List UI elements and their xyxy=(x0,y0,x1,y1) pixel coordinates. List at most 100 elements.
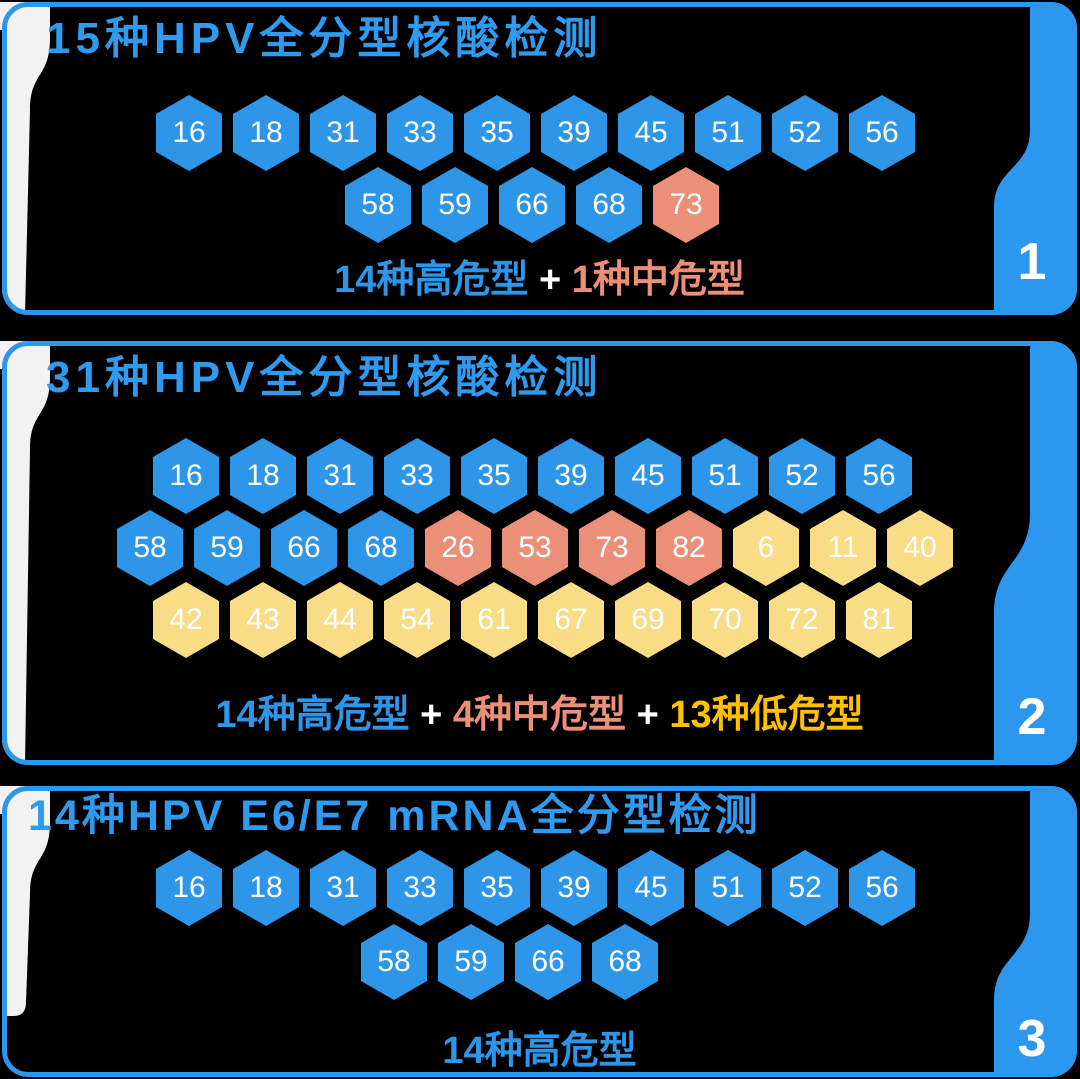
hexagon-hpv-35: 35 xyxy=(464,850,530,926)
hexagon-hpv-6: 6 xyxy=(733,510,799,586)
hexagon-label: 16 xyxy=(172,116,206,149)
hexagon-label: 52 xyxy=(785,459,819,492)
hexagon-hpv-16: 16 xyxy=(156,95,222,171)
hexagon-label: 68 xyxy=(592,188,626,221)
hexagon-hpv-39: 39 xyxy=(541,95,607,171)
hexagon-label: 68 xyxy=(608,945,642,978)
swoosh-decoration-icon xyxy=(2,341,50,765)
hexagon-label: 56 xyxy=(862,459,896,492)
hexagon-hpv-67: 67 xyxy=(538,582,604,658)
hexagon-hpv-68: 68 xyxy=(576,167,642,243)
hexagon-hpv-56: 56 xyxy=(849,850,915,926)
hexagon-label: 51 xyxy=(711,871,745,904)
hexagon-hpv-52: 52 xyxy=(772,95,838,171)
hexagon-label: 58 xyxy=(377,945,411,978)
hexagon-label: 31 xyxy=(323,459,357,492)
hexagon-hpv-52: 52 xyxy=(769,438,835,514)
hexagon-label: 66 xyxy=(515,188,549,221)
hexagon-hpv-66: 66 xyxy=(271,510,337,586)
hexagon-hpv-18: 18 xyxy=(233,850,299,926)
hexagon-label: 51 xyxy=(711,116,745,149)
hexagon-hpv-56: 56 xyxy=(846,438,912,514)
hexagon-hpv-44: 44 xyxy=(307,582,373,658)
hexagon-label: 39 xyxy=(554,459,588,492)
hexagon-hpv-42: 42 xyxy=(153,582,219,658)
hexagon-label: 58 xyxy=(133,531,167,564)
caption-segment: + xyxy=(626,694,670,736)
hexagon-label: 52 xyxy=(788,116,822,149)
panel-title: 15种HPV全分型核酸检测 xyxy=(46,14,603,63)
hexagon-label: 42 xyxy=(169,603,203,636)
swoosh-decoration-icon xyxy=(2,2,50,315)
hexagon-hpv-45: 45 xyxy=(618,850,684,926)
hexagon-hpv-35: 35 xyxy=(461,438,527,514)
hexagon-hpv-54: 54 xyxy=(384,582,450,658)
hexagon-hpv-53: 53 xyxy=(502,510,568,586)
hexagon-hpv-61: 61 xyxy=(461,582,527,658)
hexagon-label: 58 xyxy=(361,188,395,221)
hexagon-hpv-16: 16 xyxy=(156,850,222,926)
hexagon-label: 61 xyxy=(477,603,511,636)
caption: 14种高危型 + 1种中危型 xyxy=(2,248,1077,303)
hexagon-hpv-69: 69 xyxy=(615,582,681,658)
hexagon-hpv-40: 40 xyxy=(887,510,953,586)
hexagon-hpv-58: 58 xyxy=(345,167,411,243)
hexagon-hpv-68: 68 xyxy=(592,924,658,1000)
hexagon-label: 72 xyxy=(785,603,819,636)
hexagon-hpv-66: 66 xyxy=(499,167,565,243)
hexagon-hpv-52: 52 xyxy=(772,850,838,926)
hexagon-label: 54 xyxy=(400,603,434,636)
hexagon-label: 33 xyxy=(403,116,437,149)
hexagon-label: 45 xyxy=(634,871,668,904)
hexagon-hpv-33: 33 xyxy=(387,850,453,926)
hexagon-label: 81 xyxy=(862,603,896,636)
hexagon-label: 59 xyxy=(454,945,488,978)
hexagon-hpv-72: 72 xyxy=(769,582,835,658)
number-ribbon-icon xyxy=(994,786,1077,1077)
hexagon-hpv-66: 66 xyxy=(515,924,581,1000)
hexagon-label: 33 xyxy=(403,871,437,904)
hexagon-hpv-51: 51 xyxy=(692,438,758,514)
hexagon-hpv-31: 31 xyxy=(310,850,376,926)
hexagon-label: 18 xyxy=(249,116,283,149)
hexagon-label: 69 xyxy=(631,603,665,636)
hexagon-label: 18 xyxy=(249,871,283,904)
hexagon-label: 51 xyxy=(708,459,742,492)
hexagon-label: 31 xyxy=(326,871,360,904)
hexagon-label: 31 xyxy=(326,116,360,149)
hexagon-hpv-59: 59 xyxy=(438,924,504,1000)
hexagon-label: 35 xyxy=(480,116,514,149)
hexagon-hpv-59: 59 xyxy=(422,167,488,243)
panel-title: 14种HPV E6/E7 mRNA全分型检测 xyxy=(28,792,761,840)
hexagon-label: 59 xyxy=(438,188,472,221)
number-ribbon-icon xyxy=(994,341,1077,765)
hexagon-label: 73 xyxy=(669,188,703,221)
hexagon-hpv-11: 11 xyxy=(810,510,876,586)
panel-number: 2 xyxy=(1017,688,1047,746)
hexagon-hpv-56: 56 xyxy=(849,95,915,171)
hexagon-hpv-68: 68 xyxy=(348,510,414,586)
hexagon-hpv-31: 31 xyxy=(307,438,373,514)
hexagon-hpv-18: 18 xyxy=(230,438,296,514)
hexagon-label: 35 xyxy=(477,459,511,492)
hexagon-hpv-18: 18 xyxy=(233,95,299,171)
hexagon-hpv-33: 33 xyxy=(387,95,453,171)
hexagon-hpv-58: 58 xyxy=(117,510,183,586)
hexagon-label: 67 xyxy=(554,603,588,636)
hexagon-label: 68 xyxy=(364,531,398,564)
hexagon-hpv-59: 59 xyxy=(194,510,260,586)
hexagon-hpv-45: 45 xyxy=(615,438,681,514)
caption-segment: 14种高危型 xyxy=(215,694,410,736)
hexagon-hpv-16: 16 xyxy=(153,438,219,514)
hexagon-hpv-81: 81 xyxy=(846,582,912,658)
hexagon-label: 66 xyxy=(287,531,321,564)
hexagon-hpv-73: 73 xyxy=(653,167,719,243)
hexagon-label: 66 xyxy=(531,945,565,978)
hexagon-hpv-26: 26 xyxy=(425,510,491,586)
hexagon-hpv-70: 70 xyxy=(692,582,758,658)
caption: 14种高危型 xyxy=(2,1019,1077,1074)
caption-segment: 14种高危型 xyxy=(442,1030,637,1072)
hexagon-label: 16 xyxy=(169,459,203,492)
